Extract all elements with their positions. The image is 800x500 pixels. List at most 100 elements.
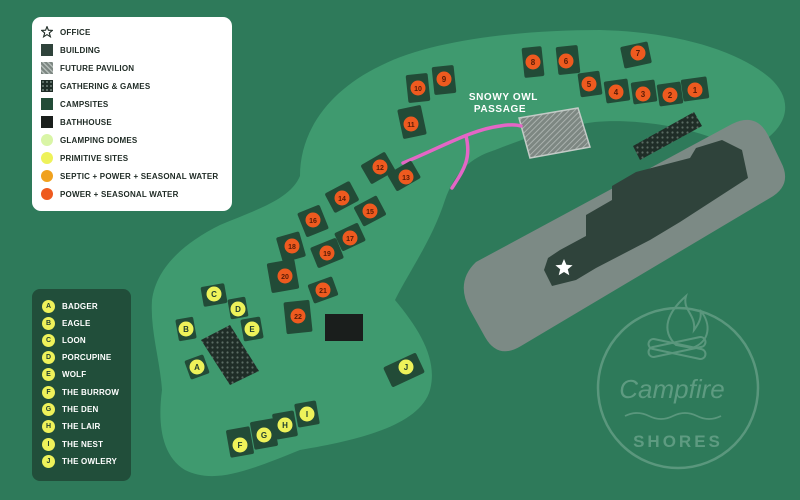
- campsite-marker-13[interactable]: 13: [398, 169, 414, 185]
- legend-label: PRIMITIVE SITES: [60, 153, 129, 163]
- campsite-marker-19-dot: [319, 245, 335, 261]
- campsite-marker-8-label: 8: [531, 58, 536, 67]
- campsite-marker-7-label: 7: [636, 49, 641, 58]
- campsite-marker-11-label: 11: [407, 122, 415, 129]
- primitive-site-marker-i[interactable]: I: [299, 406, 315, 422]
- campsite-marker-8[interactable]: 8: [525, 54, 541, 70]
- primitive-site-marker-c[interactable]: C: [206, 286, 222, 302]
- campsite-marker-10[interactable]: 10: [410, 80, 426, 96]
- campsite-marker-4[interactable]: 4: [608, 84, 624, 100]
- flame-icon: [666, 292, 709, 350]
- campsite-marker-9[interactable]: 9: [436, 71, 452, 87]
- legend-label: CAMPSITES: [60, 99, 109, 109]
- primitive-site-marker-j[interactable]: J: [398, 359, 414, 375]
- primitive-site-marker-e-dot: [244, 321, 260, 337]
- campsite-marker-1-dot: [687, 82, 703, 98]
- campsite-marker-4-label: 4: [614, 88, 619, 97]
- campsite-marker-15-dot: [362, 203, 378, 219]
- site-name: WOLF: [62, 369, 87, 379]
- campsite-marker-7[interactable]: 7: [630, 45, 646, 61]
- campsite-marker-19-label: 19: [323, 251, 331, 258]
- site-name: THE OWLERY: [62, 456, 118, 466]
- legend-item-primitive-sites: PRIMITIVE SITES: [41, 151, 128, 165]
- primitive-site-marker-g[interactable]: G: [256, 427, 272, 443]
- bathhouse: [325, 314, 363, 341]
- primitive-site-marker-c-label: C: [211, 290, 217, 299]
- campsite-marker-14-dot: [334, 190, 350, 206]
- campsite-marker-6[interactable]: 6: [558, 53, 574, 69]
- legend-item-bathhouse: BATHHOUSE: [41, 115, 112, 129]
- passage-label: SNOWY OWL PASSAGE: [469, 92, 541, 115]
- campsite-marker-22-dot: [290, 308, 306, 324]
- campsite-marker-12[interactable]: 12: [372, 159, 388, 175]
- gathering-games-area: [201, 325, 259, 385]
- campsite-marker-17[interactable]: 17: [342, 230, 358, 246]
- campsite-marker-1[interactable]: 1: [687, 82, 703, 98]
- legend-item-power-water: POWER + SEASONAL WATER: [41, 187, 179, 201]
- site-name: THE NEST: [62, 439, 104, 449]
- site-name: BADGER: [62, 301, 98, 311]
- legend-label: POWER + SEASONAL WATER: [60, 189, 179, 199]
- primitive-site-marker-a-label: A: [194, 363, 200, 372]
- primitive-site-marker-j-label: J: [404, 363, 408, 372]
- primitive-site-marker-a[interactable]: A: [189, 359, 205, 375]
- campsite-marker-3[interactable]: 3: [635, 86, 651, 102]
- campsite-marker-18[interactable]: 18: [284, 238, 300, 254]
- site-letter-badge: G: [42, 402, 55, 416]
- campsite-marker-6-label: 6: [564, 57, 569, 66]
- legend-label: SEPTIC + POWER + SEASONAL WATER: [60, 171, 219, 181]
- primitive-site-marker-h-dot: [277, 417, 293, 433]
- primitive-site-marker-d-label: D: [235, 305, 241, 314]
- campsite-marker-2[interactable]: 2: [662, 87, 678, 103]
- site-key-item: I THE NEST: [42, 437, 103, 451]
- campsite-marker-10-label: 10: [414, 86, 422, 93]
- campsite-marker-11-dot: [403, 116, 419, 132]
- passage-label-line: PASSAGE: [474, 104, 526, 115]
- campsite-marker-13-dot: [398, 169, 414, 185]
- site-name: THE BURROW: [62, 387, 120, 397]
- campsite-marker-19[interactable]: 19: [319, 245, 335, 261]
- primitive-site-marker-g-label: G: [261, 431, 267, 440]
- campsite-marker-22-label: 22: [294, 314, 302, 321]
- campsite-marker-12-dot: [372, 159, 388, 175]
- primitive-site-marker-d[interactable]: D: [230, 301, 246, 317]
- campsite-marker-18-label: 18: [288, 244, 296, 251]
- campsite-marker-17-dot: [342, 230, 358, 246]
- office-star-icon[interactable]: [555, 259, 573, 276]
- campsite-marker-14[interactable]: 14: [334, 190, 350, 206]
- primitive-site-marker-b[interactable]: B: [178, 321, 194, 337]
- campsite-marker-15[interactable]: 15: [362, 203, 378, 219]
- campsite-marker-9-label: 9: [442, 75, 447, 84]
- site-letter-badge: I: [42, 437, 55, 451]
- primitive-site-marker-f[interactable]: F: [232, 437, 248, 453]
- site-name: PORCUPINE: [62, 352, 112, 362]
- primitive-site-marker-i-label: I: [306, 410, 308, 419]
- campsite-marker-12-label: 12: [376, 165, 384, 172]
- primitive-site-marker-j-dot: [398, 359, 414, 375]
- campsite-marker-2-label: 2: [668, 91, 673, 100]
- site-name: THE LAIR: [62, 421, 101, 431]
- campsite-marker-11[interactable]: 11: [403, 116, 419, 132]
- legend-item-campsites: CAMPSITES: [41, 97, 108, 111]
- campsite-marker-21[interactable]: 21: [315, 282, 331, 298]
- bathhouse-swatch: [41, 116, 53, 128]
- campsite-marker-16[interactable]: 16: [305, 212, 321, 228]
- future-pavilion: [518, 107, 591, 159]
- campsite-marker-16-dot: [305, 212, 321, 228]
- campsite-marker-5-label: 5: [587, 80, 592, 89]
- campsite-marker-20[interactable]: 20: [277, 268, 293, 284]
- primitive-site-marker-e[interactable]: E: [244, 321, 260, 337]
- logo-wave: [624, 412, 722, 420]
- campsite-marker-2-dot: [662, 87, 678, 103]
- primitive-site-marker-h[interactable]: H: [277, 417, 293, 433]
- campsite-marker-22[interactable]: 22: [290, 308, 306, 324]
- campsite-marker-5[interactable]: 5: [581, 76, 597, 92]
- site-markers: 12345678910111213141516171819202122ABCDE…: [178, 45, 703, 453]
- building-swatch: [41, 44, 53, 56]
- snowy-owl-passage-path: [401, 123, 523, 190]
